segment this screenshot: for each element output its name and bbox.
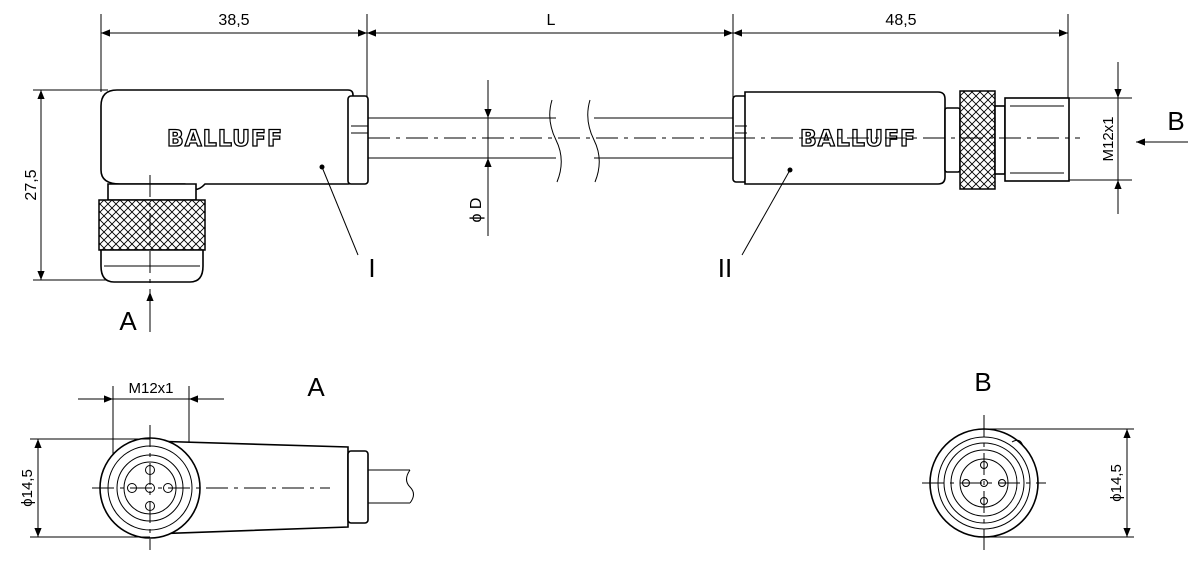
view-a: A M12x1 ϕ14,5 [19, 372, 414, 550]
dim-right-length: 48,5 [885, 12, 916, 29]
straight-connector-body: BALLUFF [732, 90, 1080, 256]
view-a-title: A [307, 372, 325, 402]
cable [368, 99, 733, 183]
brand-logo-right: BALLUFF [800, 127, 916, 152]
arrow-a-label: A [119, 306, 137, 336]
knurled-nut-right [959, 90, 996, 190]
brand-logo-left: BALLUFF [167, 127, 283, 152]
dim-thread-right: M12x1 [1100, 116, 1117, 161]
callout-part-two: II [718, 253, 732, 283]
top-dimension-chain: 38,5 L 48,5 [100, 12, 1069, 98]
dim-cable-length: L [547, 12, 556, 29]
thread-dimension-right: M12x1 [1069, 62, 1132, 214]
knurled-nut-left [98, 199, 206, 251]
dim-diameter-b: ϕ14,5 [1108, 464, 1125, 502]
dim-thread-a: M12x1 [128, 380, 173, 397]
dim-left-length: 38,5 [218, 12, 249, 29]
view-b-title: B [974, 367, 991, 397]
dim-cable-diameter: ϕ D [468, 198, 485, 223]
view-arrow-b: B [1136, 106, 1188, 146]
cable-diameter-dimension: ϕ D [468, 80, 492, 236]
arrow-b-label: B [1167, 106, 1184, 136]
dim-height: 27,5 [23, 169, 40, 200]
view-arrow-a: A [119, 292, 154, 336]
view-b: B ϕ14,5 [922, 367, 1134, 550]
angled-connector-body: BALLUFF [98, 89, 369, 292]
dim-diameter-a: ϕ14,5 [19, 469, 36, 507]
height-dimension: 27,5 [23, 89, 108, 281]
callout-part-one: I [368, 253, 375, 283]
